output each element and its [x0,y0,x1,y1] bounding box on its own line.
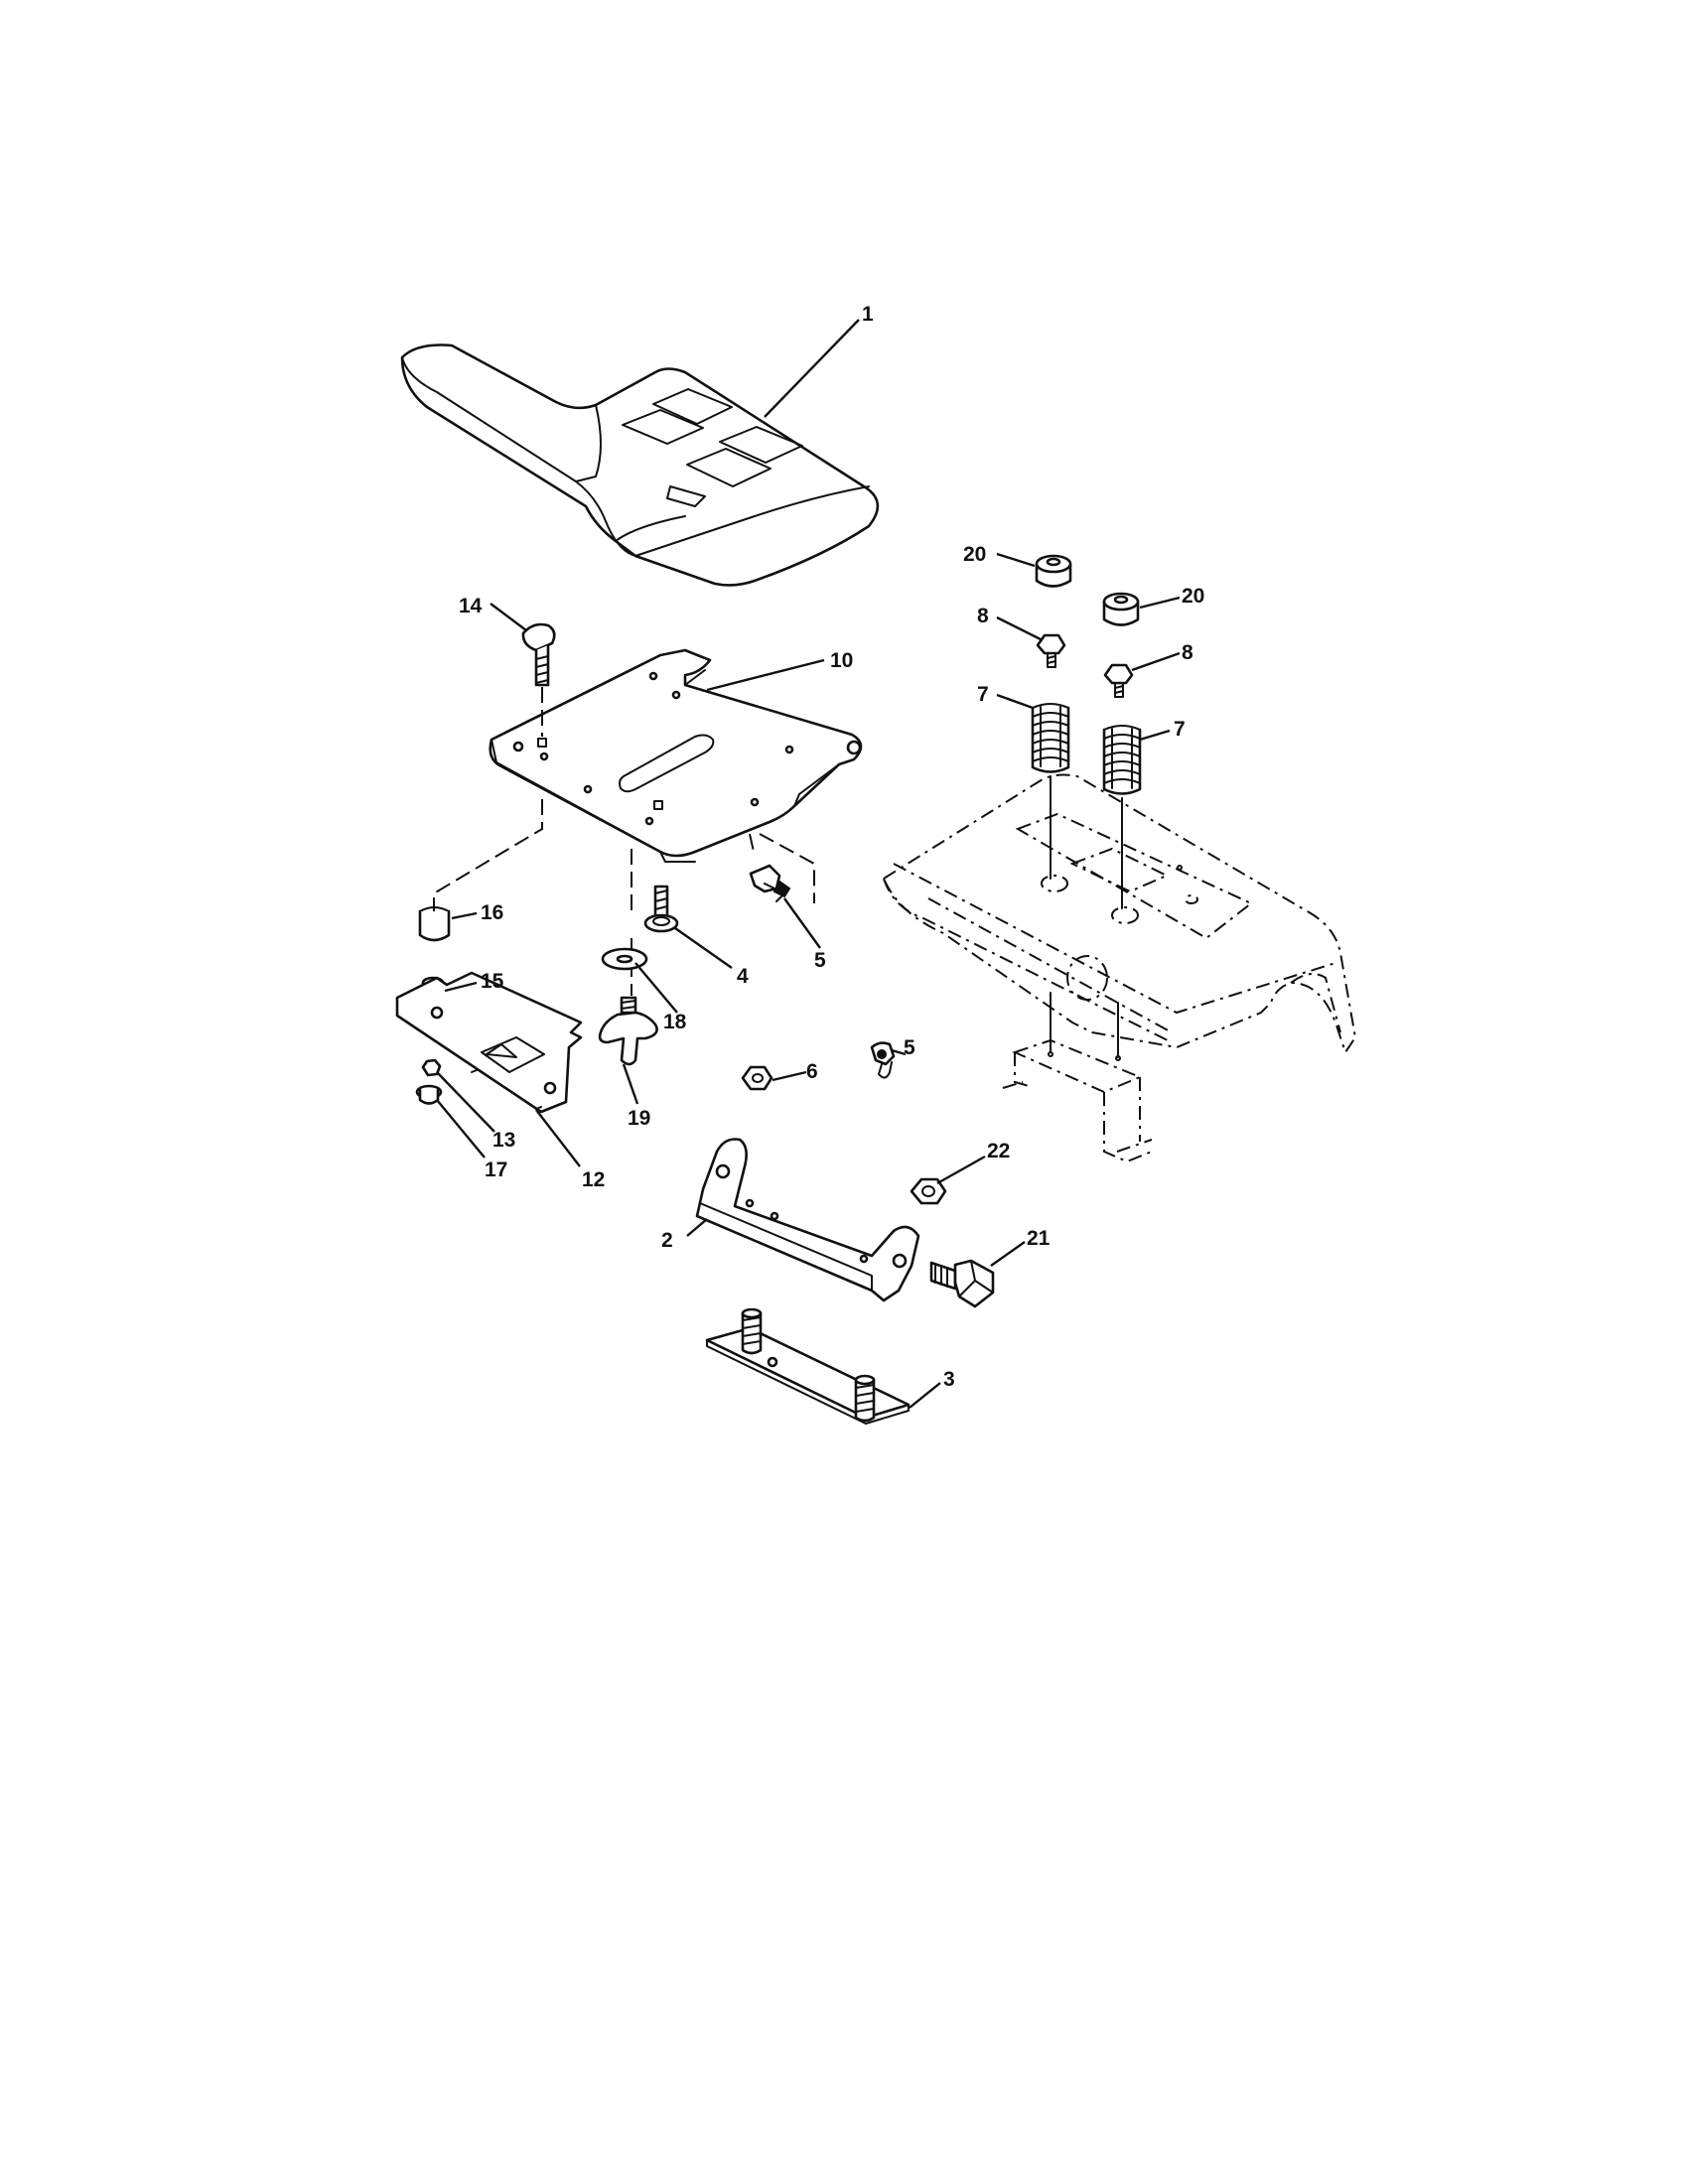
callout-22: 22 [987,1140,1010,1162]
callout-10: 10 [830,649,853,672]
callout-6: 6 [806,1060,818,1083]
shoulder-screw [643,885,679,933]
callout-20-right: 20 [1182,585,1204,608]
callout-21: 21 [1027,1227,1051,1250]
callout-16: 16 [481,901,503,924]
bolt-8-right [1103,663,1134,698]
hex-nut-22 [910,1177,947,1205]
seat-hinge-bracket [695,1138,920,1302]
callout-labels: 1 10 14 16 15 4 5 18 19 13 17 12 6 5 22 … [459,303,1204,1391]
spring-7-right [1102,725,1142,795]
clip-upper [749,864,791,902]
callout-3: 3 [943,1368,955,1391]
fender-phantom [882,773,1357,1163]
callout-7-left: 7 [977,683,989,706]
callout-12: 12 [582,1168,605,1191]
bushing-20-left [1035,554,1072,588]
adjustment-knob [598,996,658,1066]
callout-5-upper: 5 [814,949,826,972]
seat [400,343,880,587]
nut-13 [421,1058,442,1077]
callout-1: 1 [862,303,874,326]
bushing-20-right [1102,592,1140,626]
hex-nut-6 [741,1065,773,1091]
callout-19: 19 [628,1107,650,1130]
callout-7-right: 7 [1174,718,1186,741]
callout-20-left: 20 [963,543,986,566]
callout-4: 4 [737,965,749,988]
callout-5-lower: 5 [904,1036,915,1059]
callout-13: 13 [492,1129,515,1152]
base-plate [705,1307,911,1425]
callout-8-right: 8 [1182,641,1193,664]
seat-pads [622,388,803,507]
callout-17: 17 [485,1159,507,1181]
clip-lower [870,1041,896,1079]
callout-2: 2 [661,1229,673,1252]
leader-lines [436,319,1181,1409]
washer [601,947,648,971]
shoulder-bolt [929,1259,995,1308]
callout-18: 18 [663,1011,687,1033]
callout-8-left: 8 [977,605,989,627]
spring-16 [418,906,451,942]
spring-7-left [1031,703,1070,773]
bolt-8-left [1036,633,1066,668]
seat-bracket-plate [395,971,583,1114]
seat-pan [489,648,863,863]
callout-14: 14 [459,595,483,617]
callout-15: 15 [481,970,504,993]
carriage-bolt [521,622,556,687]
